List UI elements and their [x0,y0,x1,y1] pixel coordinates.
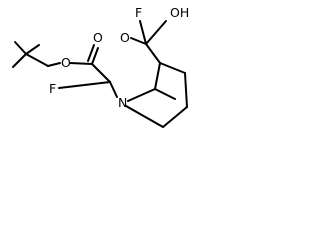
acid-carbonyl-oxygen-label: O [120,30,130,45]
bond-quaternary-carbon [25,53,49,67]
carbamate-group [69,44,118,98]
bond-methyl-a [14,41,27,55]
nitrogen-label: N [118,95,127,110]
bond-ring-right-top [159,62,186,74]
fluorine-top-label: F [135,5,142,20]
bond-methyl-b [25,44,40,55]
bond-carbonyl-a [91,47,99,65]
bond-ring-to-acid [145,43,161,64]
bond-ring-right [184,72,188,108]
tert-butyl-group [12,41,61,68]
fluorine-bottom-label: F [49,81,56,96]
bond-carbonyl-b [87,44,95,62]
bond-nitrogen-ring [127,88,156,102]
hydroxyl-label: OH [170,5,189,20]
ester-oxygen-label: O [61,55,71,70]
bond-carbonyl-to-ring [91,63,111,83]
bond-ester-oxygen-carbon [69,62,93,65]
bond-to-fluorine-bottom [58,81,111,89]
bond-to-ester-oxygen [47,62,61,67]
bond-to-fluorine-top [139,20,147,45]
bond-methyl-c [12,53,27,68]
bicyclic-ring [58,62,188,128]
bond-acid-carbonyl [130,37,147,45]
carbonyl-oxygen-label: O [93,30,103,45]
bond-ring-bottom-right [162,106,188,128]
structure-canvas: F OH O O O N F [0,0,225,134]
molecule-diagram: F OH O O O N F [12,5,189,128]
carboxylic-acid-group [130,20,167,64]
bond-acid-hydroxyl [145,20,167,45]
bond-bridge [154,88,176,100]
bond-ring-bottom-left [125,105,164,128]
bond-to-nitrogen [109,81,118,98]
bond-ring-vertical [154,62,161,90]
